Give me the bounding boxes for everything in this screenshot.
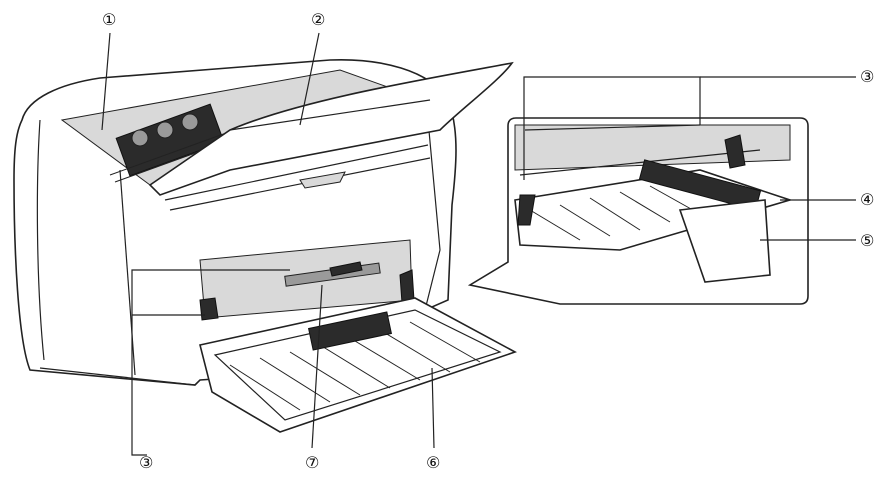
callout-5: ⑤ [860,231,874,250]
callout-3-bottom: ③ [139,453,153,472]
callout-3-top: ③ [860,67,874,86]
tray-extension [678,199,771,283]
tray-ribs [229,321,481,411]
callout-4: ④ [860,190,874,209]
paper-tray [199,297,517,433]
callout-6: ⑥ [426,453,440,472]
callouts: ① ② ③ ③ ④ ⑤ ⑥ ⑦ [102,10,874,472]
callout-7: ⑦ [305,453,319,472]
inset-zoom-view [467,117,809,305]
callout-1: ① [102,10,116,29]
printer-illustration [13,58,517,433]
roller-mechanism [109,103,246,183]
top-cover [148,61,514,196]
callout-2: ② [311,10,325,29]
leader-lines [101,32,856,456]
